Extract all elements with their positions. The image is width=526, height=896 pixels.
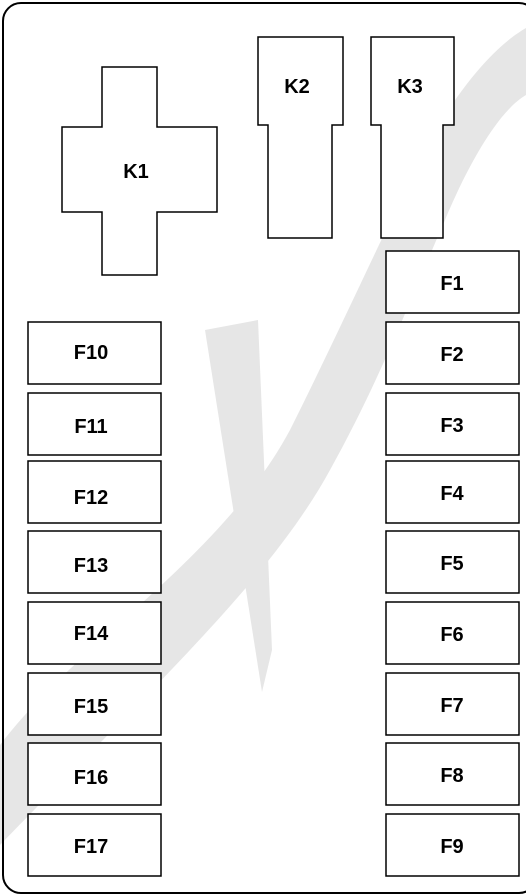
fuse-f13-label: F13: [74, 555, 108, 577]
relay-k3-body[interactable]: [370, 36, 455, 239]
fuse-f5-label: F5: [440, 553, 463, 575]
fuse-f15-label: F15: [74, 696, 108, 718]
relay-k2[interactable]: K2: [257, 36, 344, 239]
fuse-f3[interactable]: F3: [385, 392, 520, 456]
relay-k1[interactable]: K1: [61, 66, 218, 276]
fuse-f11-label: F11: [74, 416, 107, 438]
fuse-f1-body[interactable]: [385, 250, 520, 314]
fuse-f16[interactable]: F16: [27, 742, 162, 806]
fuse-f17-label: F17: [74, 836, 108, 858]
fuse-f5-body[interactable]: [385, 530, 520, 594]
fuse-f6[interactable]: F6: [385, 601, 520, 665]
fuse-f4[interactable]: F4: [385, 460, 520, 524]
fuse-f2-body[interactable]: [385, 321, 520, 385]
relay-k2-body[interactable]: [257, 36, 344, 239]
fuse-f11[interactable]: F11: [27, 392, 162, 456]
fuse-f12[interactable]: F12: [27, 460, 162, 524]
fuse-f9-label: F9: [440, 836, 463, 858]
fuse-f14[interactable]: F14: [27, 601, 162, 665]
fuse-f13[interactable]: F13: [27, 530, 162, 594]
fuse-f7[interactable]: F7: [385, 672, 520, 736]
relay-k2-label: K2: [284, 76, 310, 98]
fuse-f6-label: F6: [440, 624, 463, 646]
fuse-f10-body[interactable]: [27, 321, 162, 385]
fuse-f2[interactable]: F2: [385, 321, 520, 385]
fuse-f14-body[interactable]: [27, 601, 162, 665]
fuse-f15-body[interactable]: [27, 672, 162, 736]
fuse-f10[interactable]: F10: [27, 321, 162, 385]
fuse-f9[interactable]: F9: [385, 813, 520, 877]
fuse-f12-label: F12: [74, 487, 108, 509]
fuse-f3-body[interactable]: [385, 392, 520, 456]
fuse-f10-label: F10: [74, 342, 108, 364]
fuse-f7-label: F7: [440, 695, 463, 717]
fuse-f2-label: F2: [440, 344, 463, 366]
fuse-f9-body[interactable]: [385, 813, 520, 877]
fuse-f4-body[interactable]: [385, 460, 520, 524]
fuse-f16-label: F16: [74, 767, 108, 789]
relay-k3[interactable]: K3: [370, 36, 455, 239]
fuse-f5[interactable]: F5: [385, 530, 520, 594]
relay-k3-label: K3: [397, 76, 423, 98]
fuse-f8[interactable]: F8: [385, 742, 520, 806]
fuse-f8-label: F8: [440, 765, 463, 787]
fuse-f3-label: F3: [440, 415, 463, 437]
fuse-f1-label: F1: [440, 273, 463, 295]
fuse-f17[interactable]: F17: [27, 813, 162, 877]
fuse-f14-label: F14: [74, 623, 109, 645]
fuse-f1[interactable]: F1: [385, 250, 520, 314]
fuse-f15[interactable]: F15: [27, 672, 162, 736]
fuse-f8-body[interactable]: [385, 742, 520, 806]
fuse-f17-body[interactable]: [27, 813, 162, 877]
fuse-f4-label: F4: [440, 483, 464, 505]
relay-k1-label: K1: [123, 161, 149, 183]
fuse-f7-body[interactable]: [385, 672, 520, 736]
fuse-f12-body[interactable]: [27, 460, 162, 524]
relay-k1-body[interactable]: [61, 66, 218, 276]
fuse-f11-body[interactable]: [27, 392, 162, 456]
fuse-f16-body[interactable]: [27, 742, 162, 806]
fuse-f13-body[interactable]: [27, 530, 162, 594]
fuse-f6-body[interactable]: [385, 601, 520, 665]
